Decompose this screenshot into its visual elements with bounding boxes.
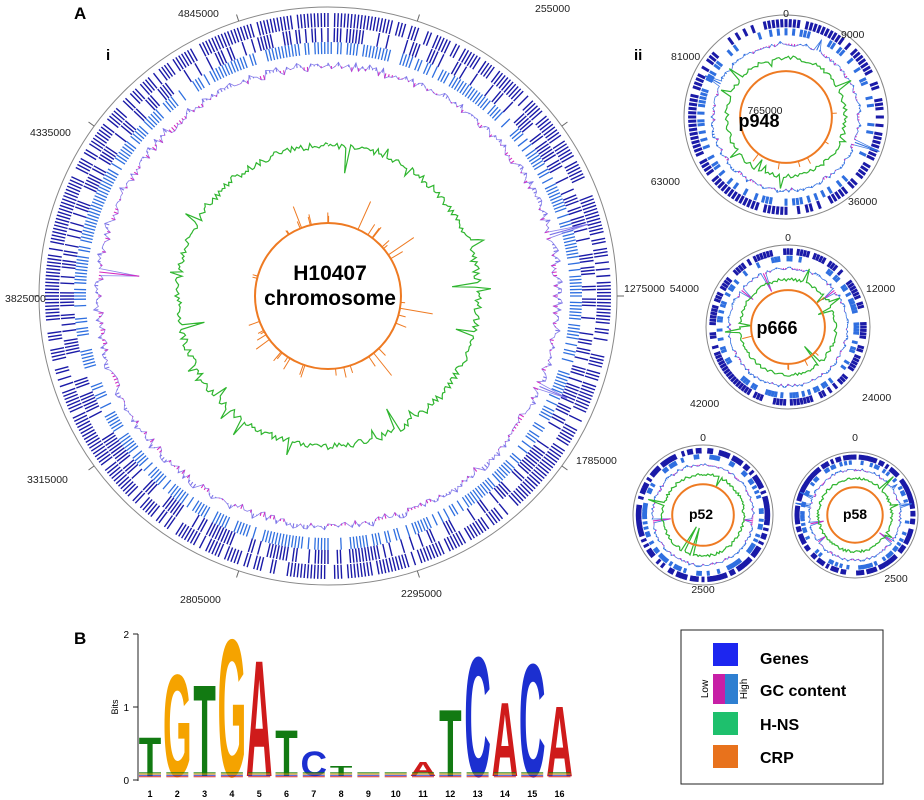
- plasmid-tick-label: 24000: [862, 392, 891, 404]
- plasmid-map-p948: [683, 14, 889, 220]
- logo-position-label: 15: [527, 789, 537, 799]
- plasmid-map-p58: [791, 451, 919, 579]
- chromosome-gene-tracks: [44, 12, 612, 580]
- logo-letter: A: [246, 627, 273, 800]
- legend-label-gc: GC content: [760, 683, 847, 700]
- plasmid-tick-label: 2500: [884, 573, 908, 585]
- legend-label-low: Low: [700, 679, 711, 698]
- plasmid-tick-label: 81000: [671, 51, 700, 63]
- legend-swatch-gc-low: [713, 674, 725, 704]
- legend-label-hns: H-NS: [760, 717, 799, 734]
- logo-position-label: 14: [500, 789, 510, 799]
- logo-letter: A: [492, 680, 519, 799]
- logo-position-label: 2: [175, 789, 180, 799]
- plasmid-tick-label: 0: [785, 232, 791, 244]
- logo-position-label: 5: [257, 789, 262, 799]
- plasmid-title: p666: [756, 318, 797, 338]
- chromosome-title-line2: chromosome: [264, 287, 396, 310]
- chromosome-map: H10407 chromosome: [32, 6, 624, 586]
- logo-letter: G: [218, 598, 247, 800]
- logo-position-label: 12: [445, 789, 455, 799]
- panel-label-b: B: [74, 629, 86, 648]
- legend-swatch-gc-high: [725, 674, 738, 704]
- logo-y-axis-label: Bits: [110, 699, 120, 715]
- chromosome-tick-label: 765000: [747, 105, 782, 117]
- logo-letter: C: [301, 744, 328, 784]
- logo-position-label: 1: [147, 789, 152, 799]
- logo-letter: C: [464, 623, 491, 800]
- plasmid-map-p666: [705, 244, 871, 410]
- plasmid-tick-label: 0: [783, 8, 789, 20]
- chromosome-tick-label: 3315000: [27, 474, 68, 486]
- logo-position-label: 16: [554, 789, 564, 799]
- chromosome-tick-label: 3825000: [5, 293, 46, 305]
- chromosome-tick-marks: [32, 14, 624, 578]
- logo-letter: T: [139, 725, 162, 787]
- legend-swatch-hns: [713, 712, 738, 735]
- legend: Genes Low High GC content H-NS CRP: [680, 629, 884, 785]
- chromosome-tick-label: 2805000: [180, 594, 221, 606]
- legend-label-genes: Genes: [760, 651, 809, 668]
- plasmid-title: p52: [689, 506, 713, 522]
- plasmid-tick-label: 0: [852, 432, 858, 444]
- chromosome-title-line1: H10407: [293, 262, 367, 285]
- logo-position-label: 7: [311, 789, 316, 799]
- chromosome-tick-label: 4335000: [30, 127, 71, 139]
- plasmid-map-p52: [632, 444, 774, 586]
- plasmid-tick-label: 42000: [690, 398, 719, 410]
- legend-swatch-crp: [713, 745, 738, 768]
- panel-label-i: i: [106, 47, 110, 64]
- plasmid-tick-label: 9000: [841, 29, 865, 41]
- chromosome-gc-track: [92, 61, 589, 531]
- plasmid-tick-label: 12000: [866, 283, 895, 295]
- plasmid-title: p948: [738, 111, 779, 131]
- logo-letter: A: [546, 686, 573, 799]
- logo-position-label: 8: [339, 789, 344, 799]
- logo-position-label: 11: [418, 789, 428, 799]
- chromosome-hns-track: [169, 142, 492, 456]
- panel-label-a: A: [74, 4, 86, 23]
- plasmid-tick-label: 63000: [651, 176, 680, 188]
- logo-position-label: 4: [229, 789, 234, 799]
- logo-position-label: 6: [284, 789, 289, 799]
- logo-position-label: 10: [391, 789, 401, 799]
- plasmid-title: p58: [843, 506, 867, 522]
- logo-y-tick-label: 1: [123, 703, 129, 714]
- chromosome-tick-label: 1785000: [576, 455, 617, 467]
- plasmid-tick-label: 0: [700, 432, 706, 444]
- chromosome-tick-label: 4845000: [178, 8, 219, 20]
- plasmid-tick-label: 54000: [670, 283, 699, 295]
- chromosome-tick-label: 255000: [535, 3, 570, 15]
- logo-y-tick-label: 0: [123, 776, 129, 787]
- legend-swatch-genes: [713, 643, 738, 666]
- panel-label-ii: ii: [634, 47, 642, 64]
- chromosome-crp-track: [248, 201, 433, 378]
- logo-letter: T: [439, 690, 461, 797]
- logo-letter: A: [410, 758, 437, 780]
- legend-label-high: High: [739, 679, 750, 700]
- plasmid-tick-label: 36000: [848, 196, 877, 208]
- logo-letter: C: [519, 630, 546, 800]
- chromosome-tick-label: 2295000: [401, 588, 442, 600]
- logo-y-tick-label: 2: [123, 630, 129, 641]
- plasmid-tick-label: 2500: [691, 584, 715, 596]
- legend-label-crp: CRP: [760, 750, 794, 767]
- logo-position-label: 9: [366, 789, 371, 799]
- logo-position-label: 3: [202, 789, 207, 799]
- logo-letter: T: [193, 659, 215, 800]
- logo-letter: T: [275, 718, 297, 791]
- chromosome-tick-label: 1275000: [624, 283, 665, 295]
- logo-position-label: 13: [473, 789, 483, 799]
